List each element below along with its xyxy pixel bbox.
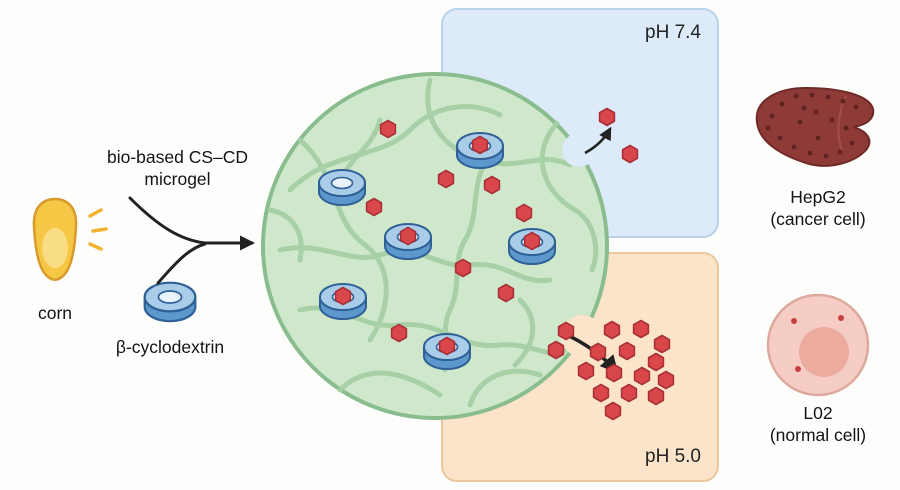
l02-label: L02 (normal cell) xyxy=(748,402,888,447)
drug-hexagon-icon xyxy=(497,283,515,303)
corn-icon xyxy=(32,197,108,281)
microgel-label-line1: bio-based CS–CD xyxy=(106,147,249,167)
drug-hexagon-icon xyxy=(589,342,607,362)
drug-hexagon-icon xyxy=(515,203,533,223)
sparkle-lines-icon xyxy=(88,208,108,251)
l02-label-line2: (normal cell) xyxy=(769,425,867,446)
cyclodextrin-ring-icon xyxy=(424,334,470,369)
l02-label-line1: L02 xyxy=(803,403,833,423)
drug-hexagon-icon xyxy=(657,370,675,390)
merge-arrow-icon xyxy=(128,196,255,285)
hepg2-label-line1: HepG2 xyxy=(790,187,846,207)
cell-nucleus xyxy=(799,327,849,377)
cyclodextrin-ring-icon xyxy=(385,224,431,259)
beta-cyclodextrin-icon xyxy=(143,281,197,323)
drug-hexagon-icon xyxy=(605,363,623,383)
drug-hexagon-icon xyxy=(547,340,565,360)
drug-hexagon-icon xyxy=(437,169,455,189)
drug-hexagon-icon xyxy=(379,119,397,139)
drug-hexagon-icon xyxy=(483,175,501,195)
released-drugs-ph74 xyxy=(584,107,639,164)
drug-hexagon-icon xyxy=(621,144,639,164)
drug-hexagon-icon xyxy=(557,321,575,341)
drug-hexagon-icon xyxy=(603,320,621,340)
cell-dots xyxy=(791,315,844,372)
drug-hexagon-icon xyxy=(454,258,472,278)
release-arrow-slow-icon xyxy=(584,126,612,155)
drug-hexagon-icon xyxy=(647,386,665,406)
drug-hexagon-icon xyxy=(592,383,610,403)
microgel-label: bio-based CS–CD microgel xyxy=(85,146,270,191)
microgel-label-line2: microgel xyxy=(144,169,211,190)
liver-icon xyxy=(755,86,875,167)
drug-hexagon-icon xyxy=(604,401,622,421)
liver-spots xyxy=(765,92,859,159)
cyclodextrin-ring-icon xyxy=(320,284,366,319)
drug-hexagon-icon xyxy=(653,334,671,354)
ph74-label: pH 7.4 xyxy=(645,22,701,43)
drug-hexagon-icon xyxy=(577,361,595,381)
corn-label: corn xyxy=(37,303,73,323)
cyclodextrin-ring-empty-icon xyxy=(318,169,366,206)
cyclodextrin-ring-icon xyxy=(509,229,555,264)
drug-hexagon-icon xyxy=(632,319,650,339)
drug-hexagon-icon xyxy=(620,383,638,403)
drug-hexagon-icon xyxy=(598,107,616,127)
drug-hexagon-icon xyxy=(365,197,383,217)
drug-hexagon-icon xyxy=(633,366,651,386)
drug-hexagon-icon xyxy=(647,352,665,372)
cell-icon xyxy=(766,293,870,397)
beta-cyclodextrin-label: β-cyclodextrin xyxy=(115,337,225,357)
released-drugs-ph50 xyxy=(547,319,675,421)
cyclodextrin-ring-icon xyxy=(457,133,503,168)
hepg2-label-line2: (cancer cell) xyxy=(770,209,866,230)
hepg2-label: HepG2 (cancer cell) xyxy=(748,186,888,231)
drug-hexagon-icon xyxy=(390,323,408,343)
drug-hexagon-icon xyxy=(618,341,636,361)
ph50-label: pH 5.0 xyxy=(645,446,701,467)
